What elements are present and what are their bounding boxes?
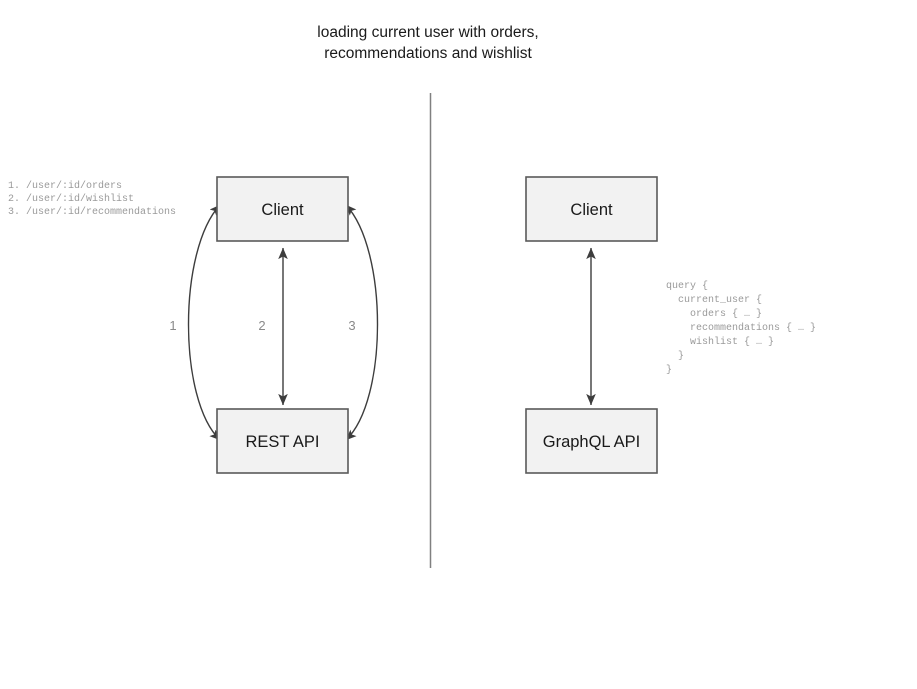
node-graphql-api-label: GraphQL API: [543, 433, 641, 451]
graphql-query-line-5: wishlist { … }: [666, 336, 774, 348]
diagram-title-line2: recommendations and wishlist: [324, 45, 532, 62]
graphql-query-line-6: }: [666, 350, 684, 362]
graphql-query-line-7: }: [666, 364, 672, 376]
node-graphql-api[interactable]: [525, 408, 658, 474]
node-rest-client[interactable]: [216, 176, 349, 242]
diagram-title-line1: loading current user with orders,: [317, 24, 538, 41]
graphql-query-line-4: recommendations { … }: [666, 322, 816, 334]
rest-endpoint-1: 1. /user/:id/orders: [8, 180, 122, 192]
node-rest-api-label: REST API: [246, 433, 320, 451]
graphql-query-line-3: orders { … }: [666, 308, 762, 320]
node-rest-api[interactable]: [216, 408, 349, 474]
node-rest-client-label: Client: [261, 201, 304, 219]
node-graphql-client-label: Client: [570, 201, 613, 219]
edge-number-1: 1: [169, 318, 176, 333]
rest-endpoint-3: 3. /user/:id/recommendations: [8, 206, 176, 218]
rest-edge-curve-1: [187, 204, 221, 441]
rest-edge-curve-3: [345, 204, 379, 441]
edge-number-3: 3: [348, 318, 355, 333]
node-graphql-client[interactable]: [525, 176, 658, 242]
edge-number-2: 2: [258, 318, 265, 333]
graphql-query-line-1: query {: [666, 280, 708, 292]
graphql-query-line-2: current_user {: [666, 294, 762, 306]
rest-endpoint-2: 2. /user/:id/wishlist: [8, 193, 134, 205]
